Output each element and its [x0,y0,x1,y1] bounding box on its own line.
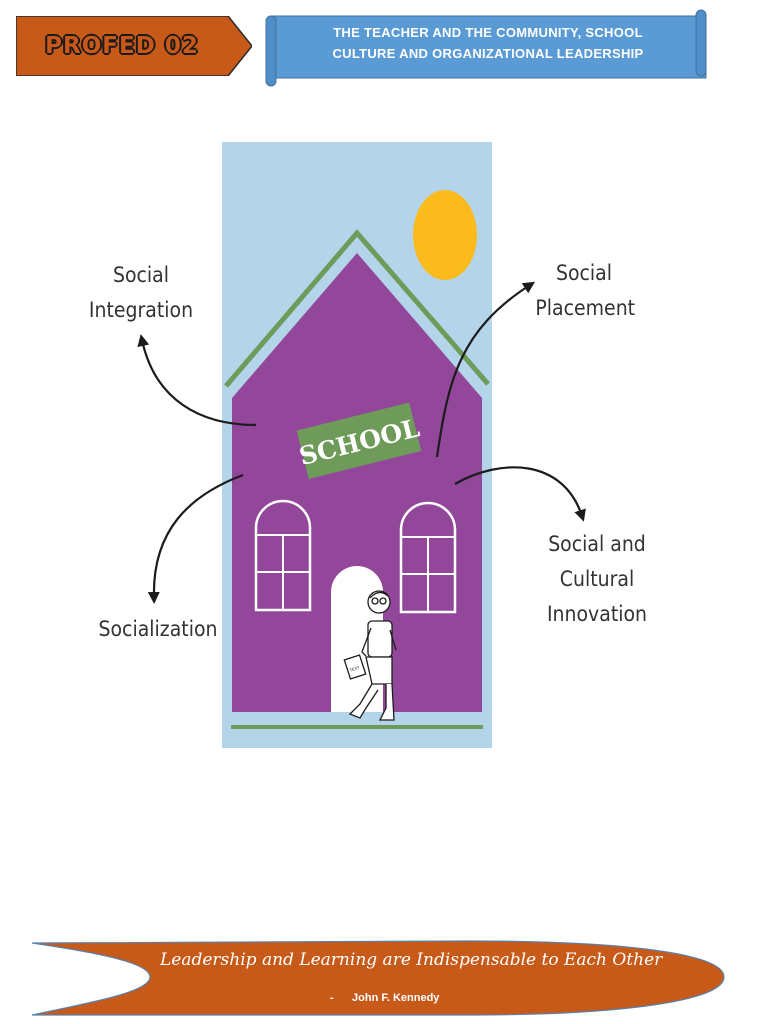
school-functions-diagram: TEXT SCHOOL [137,142,586,748]
badge-arrow-shape [16,16,252,76]
arrow-socialization [147,473,244,604]
arrow-social-placement [435,281,536,458]
footer-banner-shape [31,940,725,1016]
course-title: THE TEACHER AND THE COMMUNITY, SCHOOL CU… [286,22,690,64]
author-dash: - [330,992,334,1004]
label-innovation-line2: Innovation [546,602,648,626]
footer-banner: Leadership and Learning are Indispensabl… [0,935,768,1024]
label-socialization-text: Socialization [98,617,218,641]
course-title-line-1: THE TEACHER AND THE COMMUNITY, SCHOOL [333,25,643,40]
arrow-social-integration [137,334,257,427]
course-title-line-2: CULTURE AND ORGANIZATIONAL LEADERSHIP [332,46,644,61]
footer-quote: Leadership and Learning are Indispensabl… [160,950,663,970]
label-socialization: Socialization [98,612,218,647]
label-social-placement-line1: Social [555,261,613,285]
course-code: PROFED 02 [45,33,199,59]
school-building [232,253,482,712]
label-social-cultural-innovation: Social and Cultural Innovation [510,527,685,632]
student-figure-icon: TEXT [343,590,397,721]
course-code-badge: PROFED 02 [16,16,252,76]
book-label: TEXT [348,665,361,673]
label-social-integration: Social Integration [88,258,194,328]
label-social-integration-line2: Integration [88,298,194,322]
footer-author: - John F. Kennedy [330,992,439,1004]
course-title-scroll: THE TEACHER AND THE COMMUNITY, SCHOOL CU… [264,8,710,88]
right-window [399,501,457,614]
label-social-integration-line1: Social [112,263,170,287]
author-name: John F. Kennedy [352,992,440,1004]
scroll-shape [265,9,707,87]
label-innovation-line1: Social and Cultural [548,532,646,591]
left-window [254,499,312,612]
label-social-placement-line2: Placement [535,296,636,320]
arrow-social-cultural-innovation [454,466,586,522]
sun-icon [413,190,477,280]
roof-trim [224,229,490,388]
label-social-placement: Social Placement [535,256,636,326]
